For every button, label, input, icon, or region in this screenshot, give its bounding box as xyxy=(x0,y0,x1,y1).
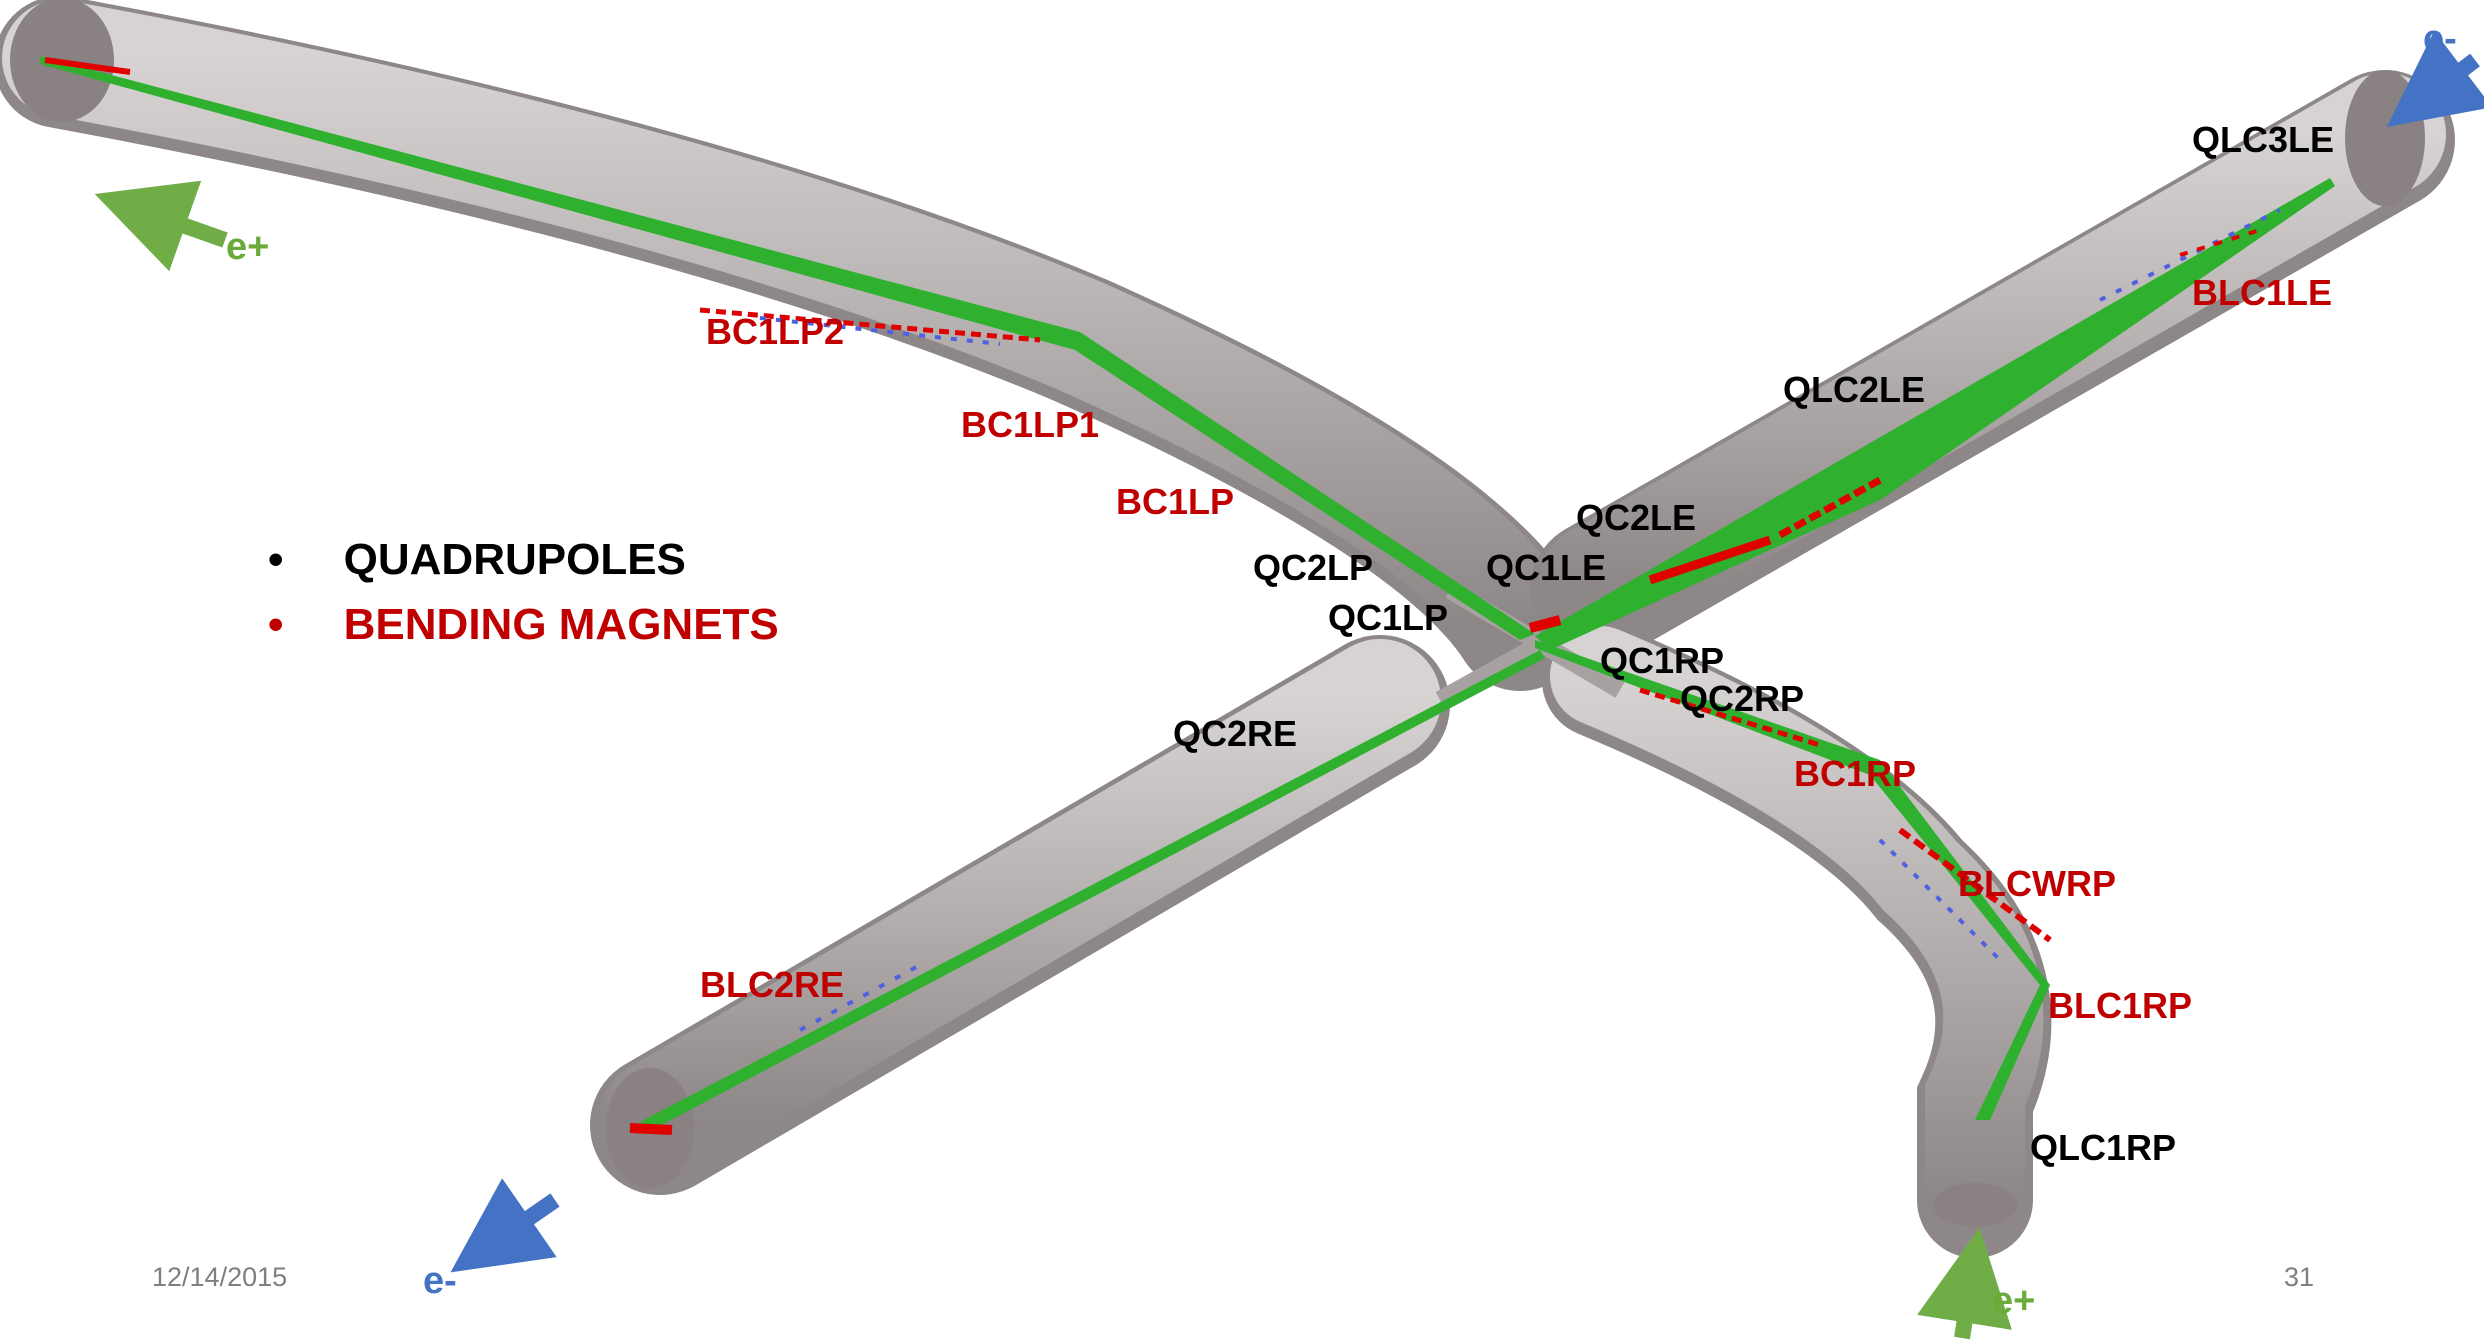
legend-item-bending-magnets: • BENDING MAGNETS xyxy=(268,603,779,647)
label-qc1lp: QC1LP xyxy=(1328,597,1449,638)
arrow-eplus-lower-right xyxy=(1917,1227,2012,1340)
footer-page-number: 31 xyxy=(2284,1262,2315,1292)
label-blc1rp: BLC1RP xyxy=(2048,985,2193,1026)
pipe-end-lower-right xyxy=(1933,1183,2017,1227)
legend-bullet: • xyxy=(268,600,284,649)
label-eminus-upper-right: e- xyxy=(2423,18,2457,60)
footer-date: 12/14/2015 xyxy=(152,1262,288,1292)
label-qc2lp: QC2LP xyxy=(1253,547,1374,588)
pipe-end-upper-right xyxy=(2345,70,2425,206)
label-bc1lp1: BC1LP1 xyxy=(961,404,1100,445)
legend-bullet: • xyxy=(268,535,284,584)
label-qlc2le: QLC2LE xyxy=(1783,369,1926,410)
label-eplus-lower-right: e+ xyxy=(1992,1280,2036,1322)
arrow-eplus-upper-left xyxy=(94,180,228,272)
label-qc1le: QC1LE xyxy=(1486,547,1607,588)
label-bc1rp: BC1RP xyxy=(1794,753,1917,794)
label-bc1lp2: BC1LP2 xyxy=(706,311,845,352)
label-qc2le: QC2LE xyxy=(1576,497,1697,538)
beam-tracks xyxy=(40,56,2335,1130)
hit-markers xyxy=(44,57,2281,1135)
legend-label: BENDING MAGNETS xyxy=(343,600,779,649)
label-qlc3le: QLC3LE xyxy=(2192,119,2335,160)
legend-item-quadrupoles: • QUADRUPOLES xyxy=(268,538,686,582)
direction-arrows xyxy=(94,30,2484,1340)
arrow-eminus-lower-left xyxy=(450,1178,560,1273)
label-qc2re: QC2RE xyxy=(1173,713,1298,754)
label-qlc1rp: QLC1RP xyxy=(2030,1127,2177,1168)
label-eplus-upper-left: e+ xyxy=(226,226,270,268)
label-blc2re: BLC2RE xyxy=(700,964,845,1005)
label-eminus-lower-left: e- xyxy=(423,1260,457,1302)
legend-label: QUADRUPOLES xyxy=(343,535,686,584)
pipe-lower-right xyxy=(1542,622,2052,1258)
label-qc1rp: QC1RP xyxy=(1600,640,1725,681)
label-blcwrp: BLCWRP xyxy=(1958,863,2116,904)
arrow-eminus-upper-right xyxy=(2386,30,2484,128)
label-qc2rp: QC2RP xyxy=(1680,678,1805,719)
label-bc1lp: BC1LP xyxy=(1116,481,1235,522)
label-blc1le: BLC1LE xyxy=(2192,272,2333,313)
